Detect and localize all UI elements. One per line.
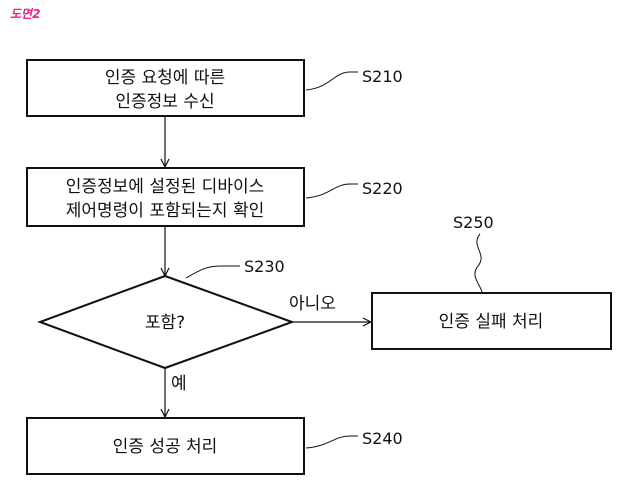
step-s240-box: 인증 성공 처리 <box>26 417 305 475</box>
step-s230-question: 포함? <box>145 313 185 333</box>
step-s230-id: S230 <box>244 257 285 276</box>
step-s210-line2: 인증정보 수신 <box>115 92 214 112</box>
step-s210-id: S210 <box>362 67 403 86</box>
s240-leader <box>305 435 358 449</box>
branch-yes-label: 예 <box>171 374 187 394</box>
step-s220-line1: 인증정보에 설정된 디바이스 <box>66 177 265 197</box>
step-s210-box: 인증 요청에 따른 인증정보 수신 <box>26 59 305 117</box>
step-s210-line1: 인증 요청에 따른 <box>105 68 225 88</box>
step-s240-text: 인증 성공 처리 <box>113 437 218 457</box>
s250-leader <box>474 233 483 293</box>
step-s250-box: 인증 실패 처리 <box>371 292 612 350</box>
s230-leader <box>185 265 240 279</box>
s210-leader <box>305 71 358 91</box>
s220-leader <box>305 183 358 199</box>
step-s220-box: 인증정보에 설정된 디바이스 제어명령이 포함되는지 확인 <box>26 167 305 227</box>
step-s220-line2: 제어명령이 포함되는지 확인 <box>66 201 265 221</box>
step-s240-id: S240 <box>362 429 403 448</box>
step-s250-text: 인증 실패 처리 <box>439 312 544 332</box>
figure-label: 도면2 <box>10 7 41 21</box>
branch-no-label: 아니오 <box>289 294 336 314</box>
step-s250-id: S250 <box>453 213 494 232</box>
step-s220-id: S220 <box>362 179 403 198</box>
step-s230-diamond: 포함? <box>37 274 295 370</box>
